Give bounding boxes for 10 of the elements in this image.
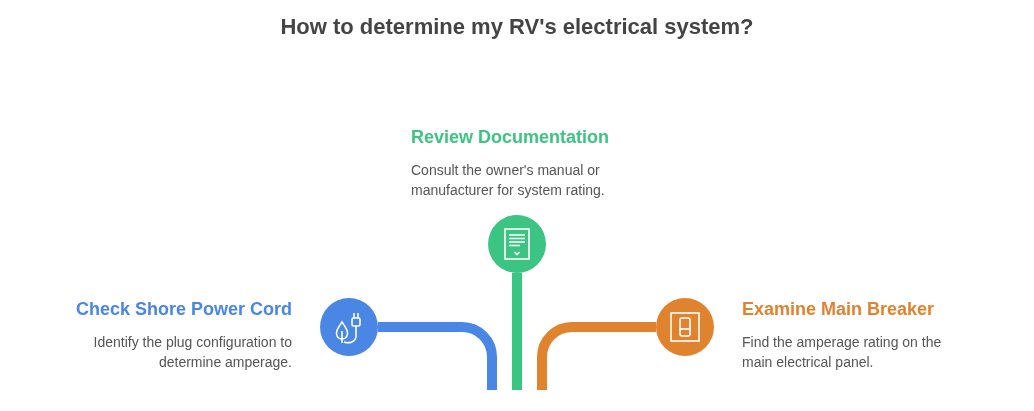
- connector-line: [512, 273, 522, 390]
- step-description: Identify the plug configuration to determine amperage.: [92, 333, 292, 372]
- step-heading: Review Documentation: [411, 126, 610, 148]
- diagram-title: How to determine my RV's electrical system?: [279, 13, 755, 41]
- connector-line: [537, 322, 656, 390]
- step-heading: Examine Main Breaker: [742, 298, 935, 320]
- step-heading: Check Shore Power Cord: [75, 298, 292, 320]
- step-description: Consult the owner's manual or manufacturer for system rating.: [411, 161, 606, 200]
- step-description: Find the amperage rating on the main electrical panel.: [742, 333, 943, 372]
- connector-line: [378, 322, 497, 390]
